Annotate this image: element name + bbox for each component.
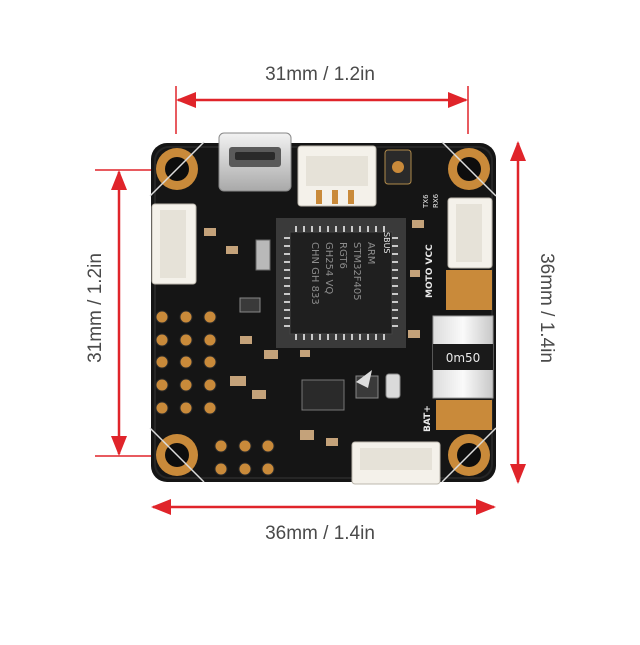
bottom-pad-grid — [214, 439, 275, 476]
bat-label: BAT+ — [423, 405, 433, 432]
chip-marking-2: STM32F405 — [351, 242, 362, 301]
usb-connector — [218, 132, 292, 192]
tx6-label: TX6 — [422, 194, 430, 209]
left-connector — [151, 203, 197, 285]
moto-vcc-label: MOTO VCC — [425, 244, 435, 298]
chip-marking-1: ARM — [365, 242, 376, 264]
top-dimension-label: 31mm / 1.2in — [265, 64, 375, 85]
left-pad-grid — [155, 310, 217, 415]
shunt-label: 0m50 — [446, 351, 481, 365]
pcb-board: ARM STM32F405 RGT6 GH254 VQ CHN GH 833 M… — [149, 132, 497, 485]
rx6-label: RX6 — [432, 193, 440, 208]
bottom-connector — [351, 441, 441, 485]
top-connector — [297, 145, 377, 207]
smd-components — [204, 220, 424, 446]
chip-marking-5: CHN GH 833 — [309, 242, 320, 305]
bottom-dimension-label: 36mm / 1.4in — [265, 523, 375, 544]
chip-marking-3: RGT6 — [337, 242, 348, 269]
sbus-label: SBUS — [382, 232, 391, 254]
right-dimension-label: 36mm / 1.4in — [536, 253, 557, 363]
mcu-chip: ARM STM32F405 RGT6 GH254 VQ CHN GH 833 — [276, 218, 406, 348]
dimension-lines — [95, 86, 526, 515]
current-shunt: 0m50 — [432, 315, 494, 399]
left-dimension-label: 31mm / 1.2in — [85, 253, 106, 363]
mounting-holes — [149, 141, 497, 483]
right-connector — [447, 197, 493, 269]
chip-marking-4: GH254 VQ — [323, 242, 334, 294]
